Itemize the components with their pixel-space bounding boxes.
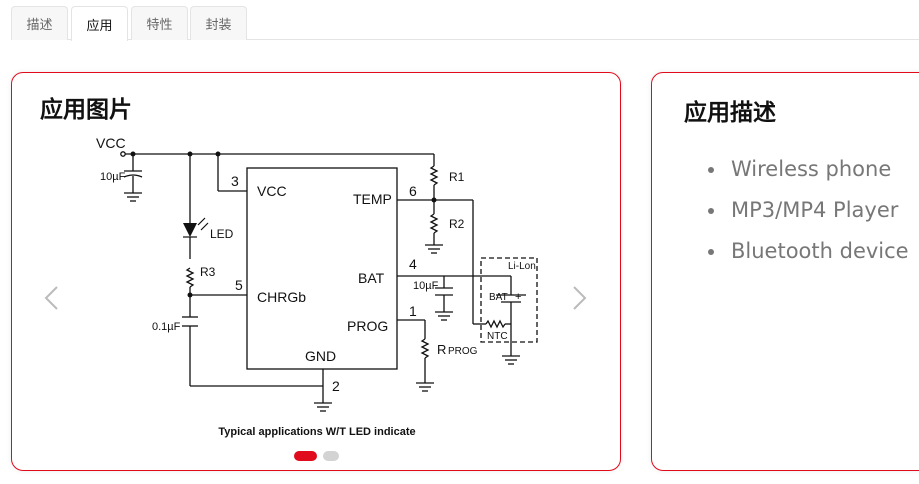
application-image-card: 应用图片	[11, 72, 621, 471]
pin2-number: 2	[332, 378, 340, 394]
cap-chrg-label: 0.1µF	[152, 321, 181, 333]
r3-label: R3	[200, 265, 216, 279]
application-list: Wireless phone MP3/MP4 Player Bluetooth …	[708, 149, 909, 272]
pin-prog-name: PROG	[347, 318, 388, 334]
pin3-number: 3	[231, 173, 239, 189]
rprog-label: R	[437, 342, 446, 357]
list-item: Bluetooth device	[708, 231, 909, 272]
vcc-label: VCC	[96, 135, 126, 151]
application-image-title: 应用图片	[40, 97, 132, 123]
pin1-number: 1	[409, 303, 417, 319]
pin-temp-name: TEMP	[353, 191, 392, 207]
cap-vcc-label: 10µF	[100, 171, 126, 183]
application-description-card: 应用描述 Wireless phone MP3/MP4 Player Bluet…	[651, 72, 919, 471]
carousel-prev-button[interactable]	[40, 283, 64, 313]
schematic-caption: Typical applications W/T LED indicate	[218, 426, 416, 438]
list-item: MP3/MP4 Player	[708, 190, 909, 231]
r2-label: R2	[449, 217, 465, 231]
charger-ic-body	[246, 167, 398, 370]
battery-pack-label: Li-Lon	[508, 261, 536, 272]
rprog-sub-label: PROG	[448, 346, 478, 357]
tab-package[interactable]: 封装	[190, 6, 247, 40]
carousel-indicators	[294, 451, 339, 461]
carousel-dot-1[interactable]	[294, 451, 317, 461]
list-item: Wireless phone	[708, 149, 909, 190]
chevron-left-icon	[44, 286, 58, 310]
battery-pack-outline	[480, 257, 538, 343]
bullet-icon	[708, 167, 714, 173]
battery-plus-label: +	[515, 291, 521, 303]
tab-features[interactable]: 特性	[131, 6, 188, 40]
list-item-label: MP3/MP4 Player	[731, 198, 899, 222]
carousel-next-button[interactable]	[567, 283, 591, 313]
pin-vcc-name: VCC	[257, 183, 287, 199]
vcc-terminal	[120, 151, 126, 157]
cap-bat-label: 10µF	[413, 280, 439, 292]
carousel-dot-2[interactable]	[323, 451, 339, 461]
tab-bar: 描述 应用 特性 封装	[11, 6, 919, 41]
pin5-number: 5	[235, 277, 243, 293]
pin4-number: 4	[409, 256, 417, 272]
pin-chrgb-name: CHRGb	[257, 289, 306, 305]
bullet-icon	[708, 249, 714, 255]
list-item-label: Bluetooth device	[731, 239, 909, 263]
pin-gnd-name: GND	[305, 348, 336, 364]
pin6-number: 6	[409, 183, 417, 199]
led-icon	[183, 223, 197, 237]
list-item-label: Wireless phone	[731, 157, 892, 181]
r1-label: R1	[449, 170, 465, 184]
application-schematic: VCC 10µF LED R3 0.1µF R1 R2 10µF R PROG …	[96, 135, 538, 412]
led-label: LED	[210, 227, 234, 241]
application-description-title: 应用描述	[684, 100, 776, 126]
ntc-label: NTC	[487, 331, 508, 342]
battery-label: BAT	[489, 292, 508, 303]
bullet-icon	[708, 208, 714, 214]
chevron-right-icon	[573, 286, 587, 310]
tab-application[interactable]: 应用	[71, 6, 128, 41]
pin-bat-name: BAT	[358, 270, 385, 286]
tab-description[interactable]: 描述	[11, 6, 68, 40]
